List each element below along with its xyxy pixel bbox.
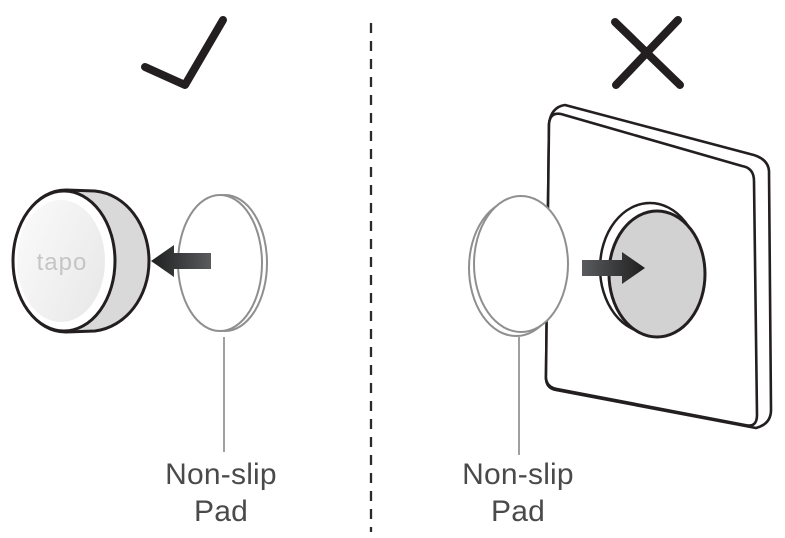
pad-front (473, 195, 569, 333)
non-slip-pad-right (468, 195, 569, 337)
device-face-inner (17, 200, 105, 322)
arrow-right-icon (582, 252, 645, 284)
tapo-dial-device: tapo (11, 188, 151, 334)
pad-label-right: Non-slip Pad (462, 458, 574, 528)
checkmark-icon (141, 16, 227, 89)
dimmer-knob (598, 201, 707, 339)
pad-label-left: Non-slip Pad (165, 458, 277, 528)
wall-plate (544, 103, 773, 430)
tapo-logo-text: tapo (37, 249, 88, 276)
arrow-left-icon (151, 245, 211, 277)
x-icon (611, 16, 684, 89)
